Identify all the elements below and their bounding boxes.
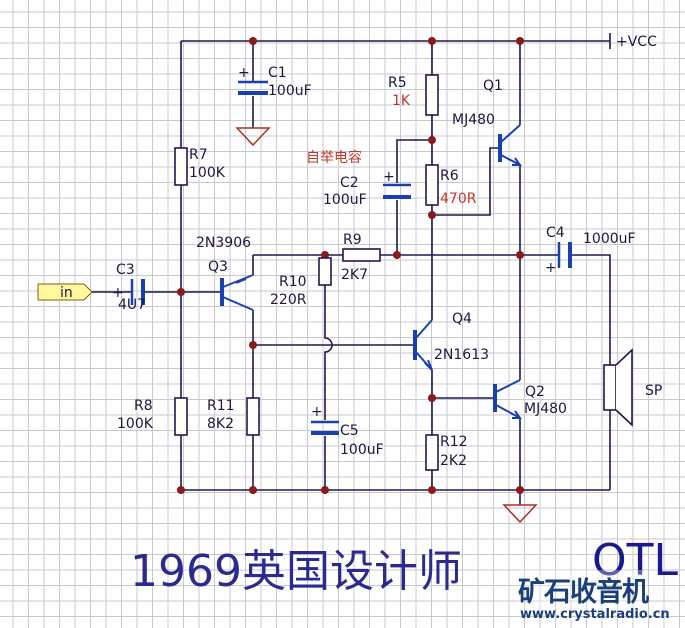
resistor-r9 [342,248,381,262]
ground-icon [502,504,538,524]
r5-name: R5 [388,75,407,91]
c5-plus: + [311,404,323,420]
resistor-r11 [246,397,260,436]
c2-plus: + [383,169,395,185]
q3-name: Q3 [208,259,228,275]
r7-value: 100K [189,165,226,181]
r10-name: R10 [279,274,307,290]
r11-value: 8K2 [207,416,234,432]
capacitor-c5 [311,420,339,435]
sp-name: SP [645,383,662,399]
ground-icon [235,127,271,147]
transistor-q1 [498,124,522,166]
r6-value: 470R [440,191,477,207]
r9-value: 2K7 [341,267,368,283]
c1-name: C1 [268,65,287,81]
r6-name: R6 [440,168,459,184]
c3-value: 4U7 [118,297,146,313]
q1-name: Q1 [483,78,503,94]
vcc-label: +VCC [616,34,657,50]
transistor-q2 [493,379,522,419]
r8-name: R8 [134,398,153,414]
c1-plus: + [238,65,250,81]
watermark-url: www.crystalradio.cn [520,607,670,622]
r8-value: 100K [117,416,154,432]
q3-value: 2N3906 [196,235,251,251]
capacitor-c4 [557,242,572,268]
q2-name: Q2 [525,384,545,400]
c3-name: C3 [116,262,135,278]
c5-value: 100uF [340,442,384,458]
transistor-q3 [220,274,254,311]
resistor-r5 [425,74,439,116]
r10-value: 220R [270,292,307,308]
capacitor-c3 [130,279,145,305]
nodes [177,37,524,494]
resistor-r12 [425,434,439,471]
transistor-q4 [413,319,433,371]
r9-name: R9 [343,232,362,248]
input-port[interactable] [37,283,93,301]
q1-value: MJ480 [452,112,495,128]
capacitor-c1 [238,80,268,95]
c2-name: C2 [340,175,359,191]
q4-value: 2N1613 [434,347,489,363]
c2-note: 自举电容 [306,149,362,166]
q4-name: Q4 [452,311,472,327]
input-label: in [60,285,73,301]
speaker-icon [603,348,633,427]
watermark-name: 矿石收音机 [518,570,649,609]
capacitor-c2 [383,183,411,199]
q2-value: MJ480 [524,401,567,417]
r12-value: 2K2 [440,453,467,469]
r7-name: R7 [189,147,208,163]
diagram-title-suffix: OTL [592,535,679,586]
r11-name: R11 [207,398,235,414]
resistor-r10 [318,257,332,286]
resistor-r7 [174,147,188,186]
resistor-r6 [425,164,439,206]
c4-value: 1000uF [583,231,636,247]
resistor-r8 [174,397,188,436]
c2-value: 100uF [323,192,367,208]
c4-name: C4 [546,225,565,241]
c1-value: 100uF [268,83,312,99]
c3-plus: + [112,285,124,301]
c5-name: C5 [340,423,359,439]
c4-plus: + [545,260,557,276]
r5-value: 1K [392,93,411,109]
diagram-title: 1969英国设计师 [130,546,462,597]
r12-name: R12 [440,434,468,450]
